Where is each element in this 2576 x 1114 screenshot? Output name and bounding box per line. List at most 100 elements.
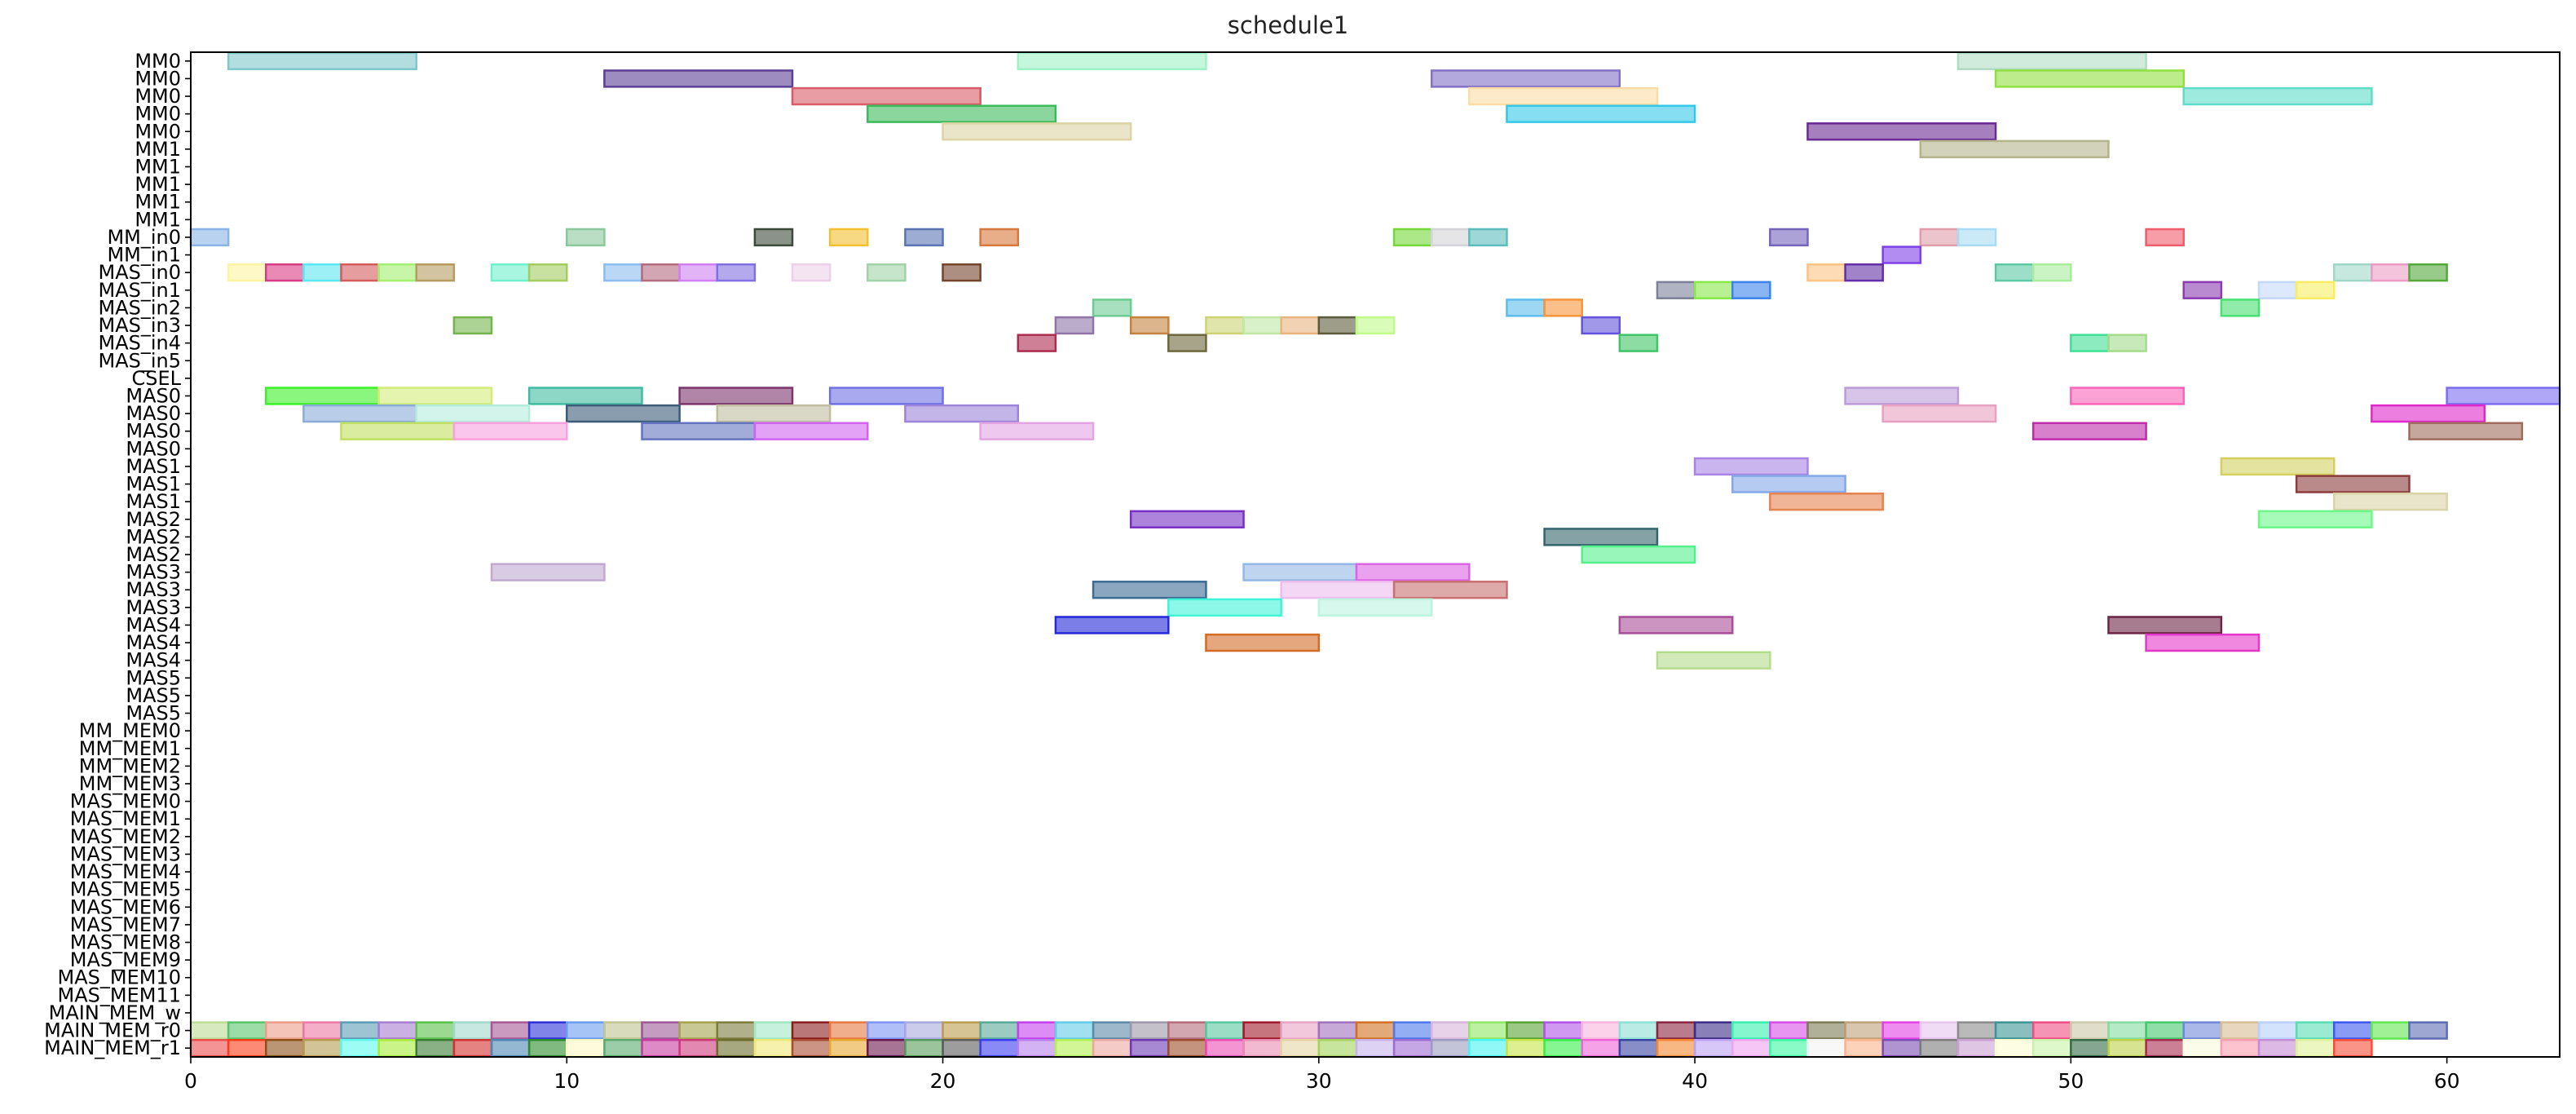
y-tick-label: MAS2 (126, 508, 181, 531)
task-bar (2031, 1021, 2072, 1040)
task-bar (678, 1021, 719, 1040)
x-tick-label: 60 (2434, 1069, 2460, 1093)
task-bar (490, 1039, 531, 1058)
y-tick-label: MAS_MEM4 (70, 860, 181, 883)
task-bar (452, 422, 568, 440)
y-tick-label: MAS_in0 (98, 261, 181, 284)
task-bar (1280, 316, 1321, 335)
task-bar (828, 1021, 869, 1040)
task-bar (2145, 1039, 2185, 1058)
task-bar (904, 404, 1020, 423)
task-bar (1881, 1039, 1922, 1058)
y-tick-label: MAS5 (126, 666, 181, 689)
task-bar (340, 1039, 380, 1058)
y-tick-label: MAS_MEM2 (70, 825, 181, 848)
task-bar (641, 1039, 681, 1058)
task-bar (1656, 651, 1771, 670)
y-tick-label: MM_in0 (107, 226, 181, 249)
task-bar (1280, 581, 1396, 599)
task-bar (1092, 298, 1132, 317)
task-bar (1618, 616, 1734, 634)
task-bar (566, 228, 606, 247)
task-bar (828, 1039, 869, 1058)
plot-frame (190, 51, 2561, 1058)
task-bar (1205, 1039, 1245, 1058)
task-bar (1806, 1021, 1846, 1040)
task-bar (678, 387, 794, 405)
task-bar (2371, 263, 2411, 282)
task-bar (227, 51, 418, 70)
task-bar (1881, 404, 1997, 423)
task-bar (1092, 1039, 1132, 1058)
task-bar (2295, 281, 2336, 299)
task-bar (2220, 1021, 2261, 1040)
task-bar (1468, 1021, 1508, 1040)
task-bar (1167, 1021, 1207, 1040)
task-bar (603, 69, 794, 88)
task-bar (1392, 228, 1433, 247)
task-bar (2295, 1021, 2336, 1040)
task-bar (1769, 492, 1884, 511)
y-tick-label: MAS2 (126, 543, 181, 566)
task-bar (1693, 457, 1809, 476)
task-bar (1844, 263, 1884, 282)
task-bar (566, 1021, 606, 1040)
task-bar (1956, 228, 1997, 247)
task-bar (265, 1039, 305, 1058)
task-bar (1693, 281, 1734, 299)
task-bar (2408, 263, 2448, 282)
task-bar (1693, 1039, 1734, 1058)
y-tick-label: MM0 (135, 120, 181, 143)
task-bar (1506, 104, 1696, 123)
task-bar (227, 1021, 267, 1040)
task-bar (1317, 598, 1433, 617)
task-bar (2332, 492, 2448, 511)
task-bar (1806, 263, 1846, 282)
task-bar (716, 263, 756, 282)
y-tick-label: MAS_MEM8 (70, 931, 181, 954)
task-bar (1205, 316, 1245, 335)
task-bar (1994, 1021, 2035, 1040)
task-bar (302, 263, 342, 282)
task-bar (1956, 1039, 1997, 1058)
x-tick-label: 50 (2058, 1069, 2084, 1093)
task-bar (1054, 1039, 1095, 1058)
y-tick-label: MAS_MEM7 (70, 913, 181, 936)
y-tick-label: MAS_MEM10 (58, 966, 181, 989)
task-bar (2332, 1039, 2373, 1058)
task-bar (1054, 616, 1170, 634)
task-bar (340, 1021, 380, 1040)
task-bar (1167, 334, 1207, 352)
task-bar (1355, 563, 1471, 581)
task-bar (2107, 616, 2223, 634)
task-bar (1317, 1021, 1358, 1040)
task-bar (265, 263, 305, 282)
task-bar (753, 422, 869, 440)
task-bar (753, 1039, 794, 1058)
task-bar (2257, 1039, 2298, 1058)
task-bar (1017, 1039, 1057, 1058)
task-bar (1919, 1039, 1960, 1058)
task-bar (566, 404, 681, 423)
task-bar (1543, 1039, 1583, 1058)
task-bar (415, 1039, 456, 1058)
y-tick-label: MAS4 (126, 613, 181, 636)
y-tick-label: MM1 (135, 155, 181, 178)
task-bar (2031, 263, 2072, 282)
task-bar (302, 1039, 342, 1058)
task-bar (1129, 510, 1245, 528)
task-bar (1769, 1021, 1809, 1040)
y-tick-label: MAS3 (126, 596, 181, 619)
y-tick-label: MM1 (135, 208, 181, 231)
task-bar (753, 1021, 794, 1040)
task-bar (189, 1039, 230, 1058)
task-bar (979, 228, 1020, 247)
task-bar (1543, 528, 1659, 546)
task-bar (1017, 1021, 1057, 1040)
task-bar (2220, 298, 2261, 317)
task-bar (2371, 404, 2486, 423)
x-tick-label: 30 (1306, 1069, 1332, 1093)
task-bar (904, 1021, 944, 1040)
task-bar (1881, 1021, 1922, 1040)
y-tick-label: MAS4 (126, 649, 181, 672)
